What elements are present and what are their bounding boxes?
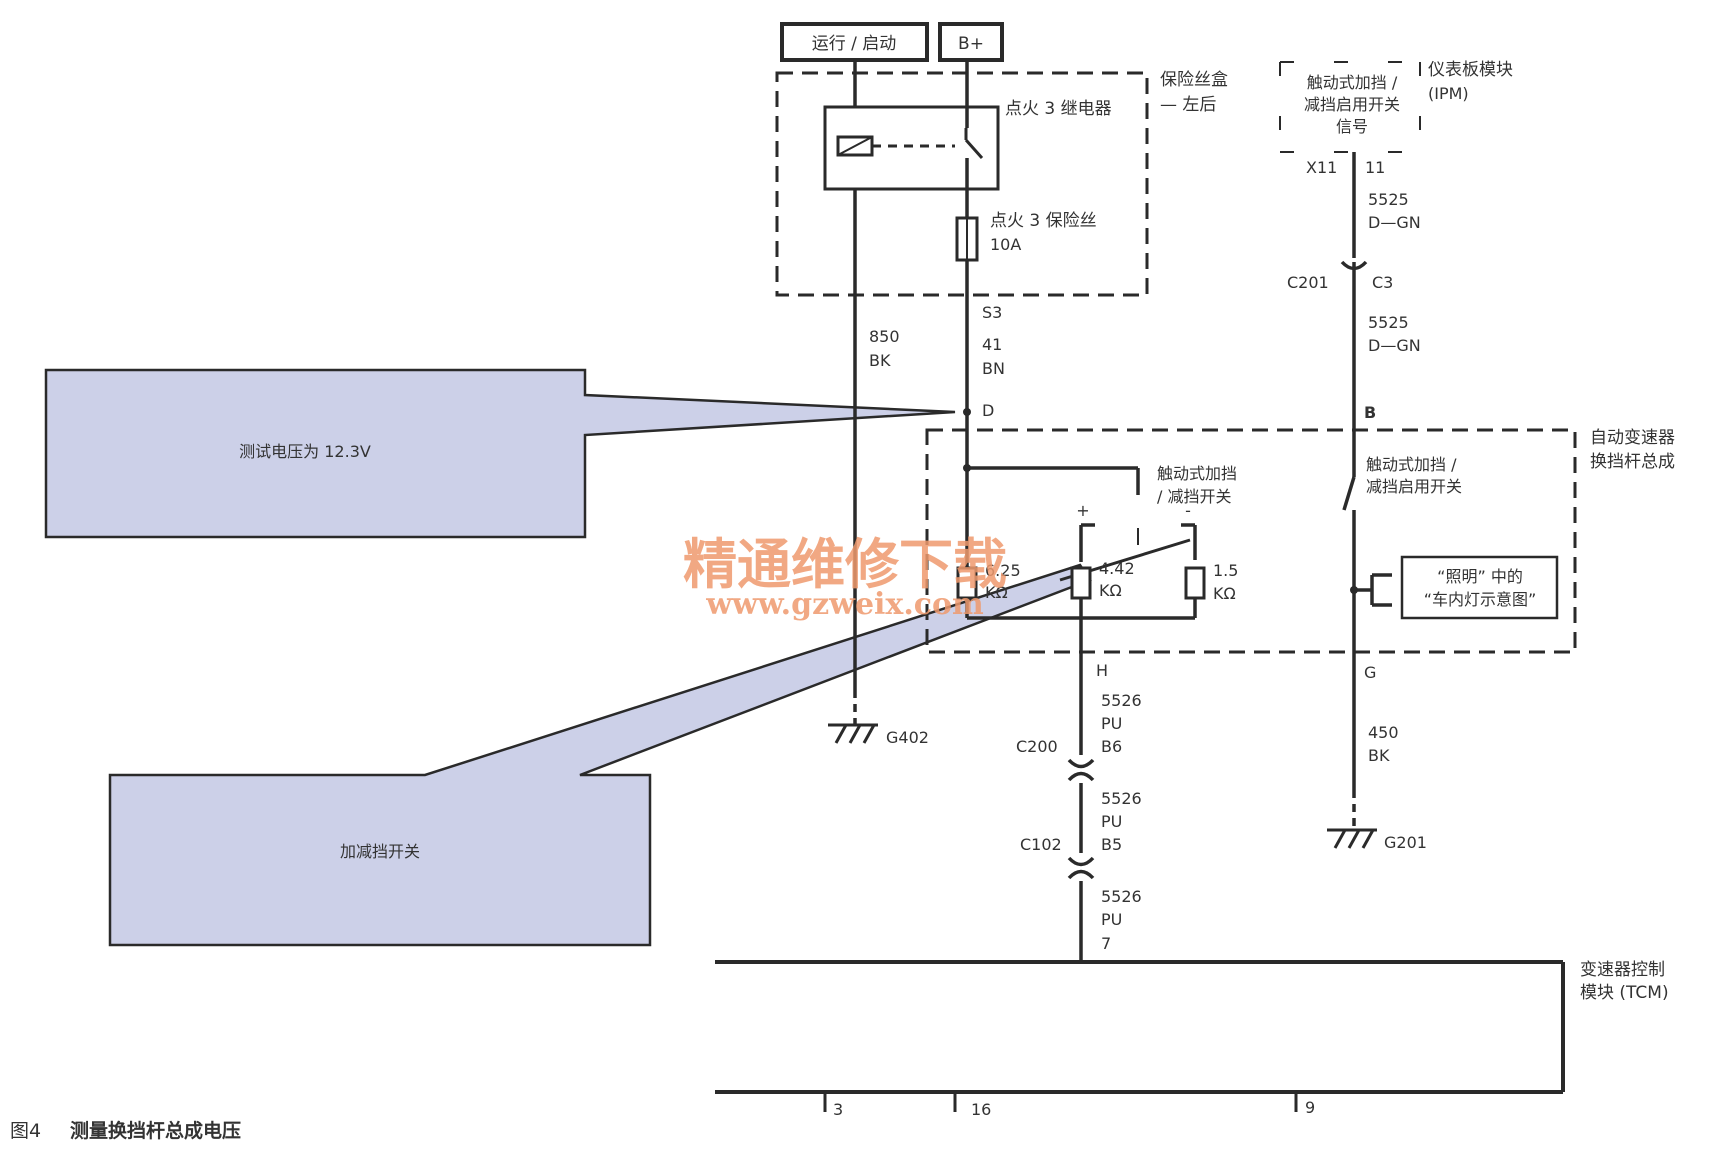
- ignition-fuse: [955, 216, 979, 262]
- w5525-b-color: D—GN: [1368, 336, 1421, 355]
- resistors: [956, 566, 1206, 600]
- shifter-title-line2: 换挡杆总成: [1590, 452, 1675, 472]
- relay-label: 点火 3 继电器: [1005, 99, 1112, 119]
- ground-g201: [1327, 828, 1377, 849]
- b-plus-supply: B+: [938, 22, 1004, 62]
- b-plus-label: B+: [958, 34, 984, 54]
- caption-figure-number: 图4: [10, 1120, 41, 1142]
- ipm-module: 触动式加挡 / 减挡启用开关 信号 仪表板模块 (IPM) X11 11: [1279, 60, 1513, 177]
- s3-label: S3: [982, 303, 1002, 322]
- fuse-box-subtitle: — 左后: [1160, 95, 1216, 115]
- tcm-module: 3 16 9 变速器控制 模块 (TCM): [715, 960, 1669, 1119]
- pin-b-label: B: [1364, 403, 1376, 422]
- fuse-box: 保险丝盒 — 左后 点火 3 继电器 点火 3 保险丝 10A: [775, 70, 1228, 297]
- w5526-a-num: 5526: [1101, 691, 1142, 710]
- r1-unit: KΩ: [985, 583, 1008, 602]
- r3-value: 1.5: [1213, 561, 1238, 580]
- w5526-a-color: PU: [1101, 714, 1122, 733]
- w450-num: 450: [1368, 723, 1399, 742]
- junctions: [963, 408, 1358, 594]
- caption-title: 测量换挡杆总成电压: [70, 1119, 241, 1142]
- w850-num: 850: [869, 327, 900, 346]
- pin-h-label: H: [1096, 661, 1108, 680]
- run-start-supply: 运行 / 启动: [780, 22, 929, 62]
- w5526-b-num: 5526: [1101, 789, 1142, 808]
- fuse-box-title: 保险丝盒: [1160, 70, 1228, 90]
- tcm-pin-16: 16: [971, 1100, 991, 1119]
- enable-switch-line1: 触动式加挡 /: [1366, 455, 1457, 474]
- switch-callout-text: 加减挡开关: [340, 842, 420, 861]
- c102-connector: [1067, 856, 1095, 867]
- c200-label: C200: [1016, 737, 1058, 756]
- resistor-1-5k: [1184, 566, 1206, 600]
- shifter-title-line1: 自动变速器: [1590, 428, 1675, 448]
- w5525-a-num: 5525: [1368, 190, 1409, 209]
- w5526-c-num: 5526: [1101, 887, 1142, 906]
- resistor-4-42k: [1070, 566, 1092, 600]
- voltage-callout-text: 测试电压为 12.3V: [239, 442, 371, 461]
- tap-switch-line1: 触动式加挡: [1157, 464, 1237, 483]
- w41-color: BN: [982, 359, 1005, 378]
- ipm-abbr: (IPM): [1428, 84, 1469, 103]
- tcm-title-line1: 变速器控制: [1580, 960, 1665, 980]
- shifter-assembly: 自动变速器 换挡杆总成 触动式加挡 / 减挡开关 触动式加挡 / 减挡启用开关 …: [925, 428, 1675, 654]
- ground-g402: [828, 723, 878, 744]
- w41-num: 41: [982, 335, 1002, 354]
- ipm-signal-line1: 触动式加挡 /: [1307, 73, 1398, 92]
- g402-label: G402: [886, 728, 929, 747]
- w850-color: BK: [869, 351, 891, 370]
- c200-connector: [1067, 758, 1095, 769]
- connectors: [1067, 260, 1368, 880]
- ignition-relay: [823, 105, 1000, 191]
- lighting-line2: “车内灯示意图”: [1424, 590, 1537, 609]
- tcm-title-line2: 模块 (TCM): [1580, 983, 1669, 1003]
- lighting-reference: “照明” 中的 “车内灯示意图”: [1400, 555, 1559, 620]
- fuse-rating: 10A: [990, 235, 1021, 254]
- switch-callout: 加减挡开关: [108, 563, 1092, 947]
- ipm-pin: 11: [1365, 158, 1385, 177]
- g201-label: G201: [1384, 833, 1427, 852]
- r2-unit: KΩ: [1099, 581, 1122, 600]
- c102-pin: B5: [1101, 835, 1122, 854]
- tcm-pin-3: 3: [833, 1100, 843, 1119]
- pin-g-label: G: [1364, 663, 1376, 682]
- c200-pin: B6: [1101, 737, 1122, 756]
- fuse-label: 点火 3 保险丝: [990, 211, 1097, 231]
- r1-value: 6.25: [985, 561, 1021, 580]
- minus-contact-label: -: [1185, 501, 1191, 520]
- pin-d-label: D: [982, 401, 994, 420]
- wire-labels: 5525 D—GN C201 C3 5525 D—GN B 850 BK S3 …: [869, 190, 1421, 953]
- w5525-b-num: 5525: [1368, 313, 1409, 332]
- ipm-connector: X11: [1306, 158, 1337, 177]
- enable-switch-line2: 减挡启用开关: [1366, 477, 1462, 496]
- w5525-a-color: D—GN: [1368, 213, 1421, 232]
- watermark: 精通维修下载 www.gzweix.com: [683, 532, 1007, 622]
- ipm-signal-line2: 减挡启用开关: [1304, 95, 1400, 114]
- voltage-callout: 测试电压为 12.3V: [44, 368, 956, 539]
- figure-caption: 图4 测量换挡杆总成电压: [10, 1119, 241, 1142]
- w450-color: BK: [1368, 746, 1390, 765]
- c3-label: C3: [1372, 273, 1393, 292]
- lighting-line1: “照明” 中的: [1437, 567, 1523, 586]
- r3-unit: KΩ: [1213, 584, 1236, 603]
- ipm-title: 仪表板模块: [1428, 60, 1513, 80]
- watermark-cn: 精通维修下载: [683, 532, 1007, 596]
- r2-value: 4.42: [1099, 559, 1135, 578]
- c102-label: C102: [1020, 835, 1062, 854]
- tcm-pin-7: 7: [1101, 934, 1111, 953]
- tcm-pin-9: 9: [1305, 1098, 1315, 1117]
- watermark-url: www.gzweix.com: [705, 587, 984, 622]
- plus-contact-label: +: [1076, 501, 1089, 520]
- resistor-6-25k: [956, 566, 978, 600]
- ipm-signal-line3: 信号: [1336, 117, 1368, 136]
- w5526-b-color: PU: [1101, 812, 1122, 831]
- run-start-label: 运行 / 启动: [812, 34, 897, 54]
- c201-label: C201: [1287, 273, 1329, 292]
- tap-switch-line2: / 减挡开关: [1157, 487, 1231, 506]
- wires: [853, 60, 1392, 960]
- w5526-c-color: PU: [1101, 910, 1122, 929]
